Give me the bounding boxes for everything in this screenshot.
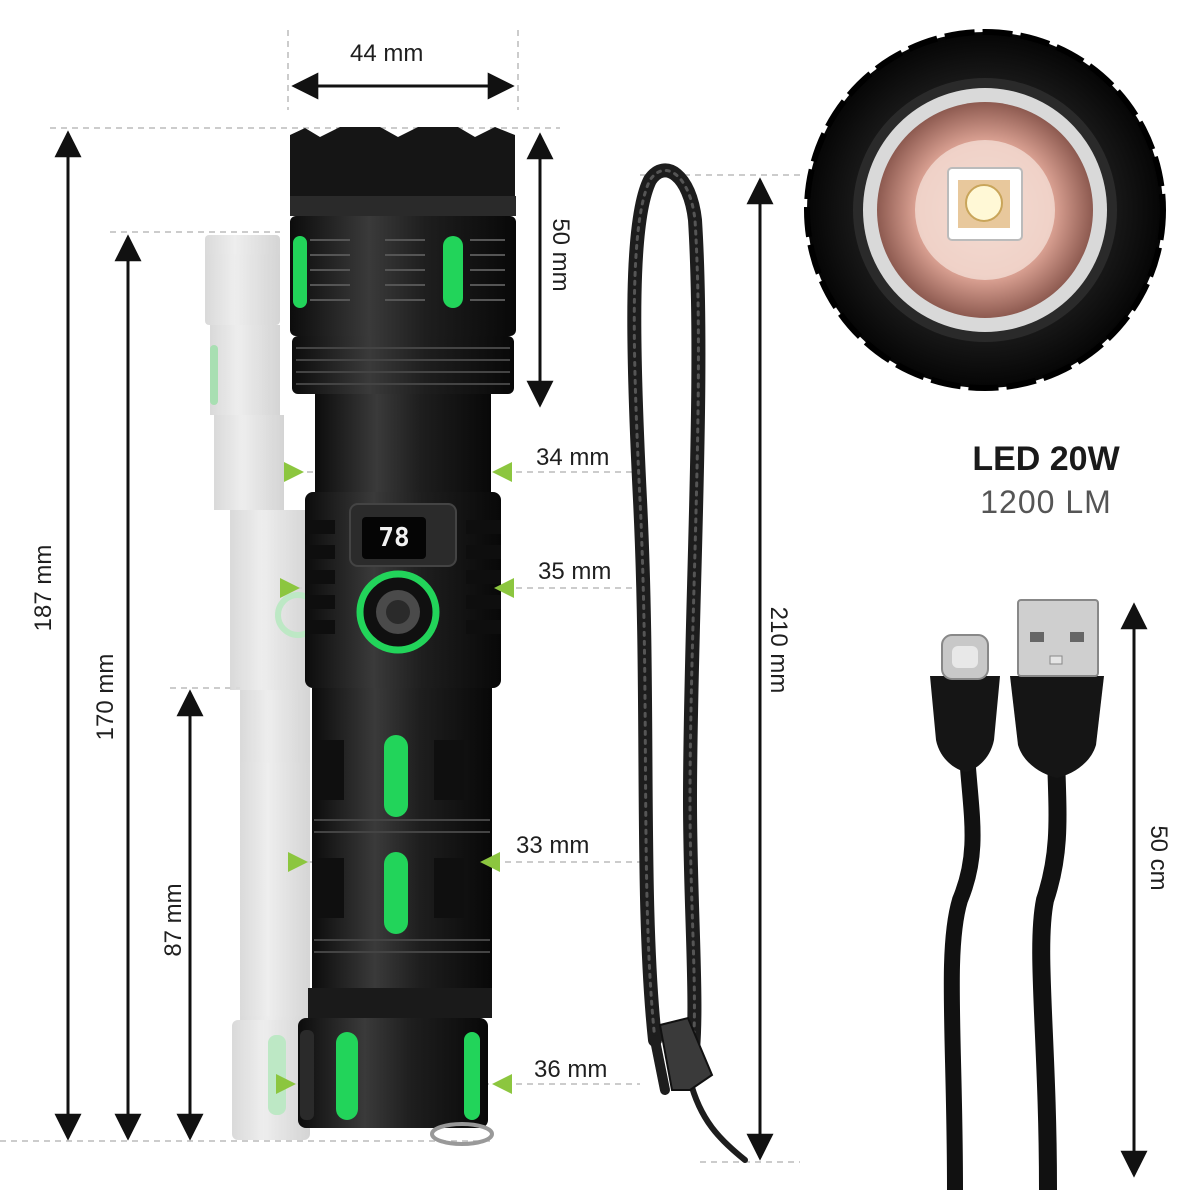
cable-length-label: 50 cm xyxy=(1145,825,1172,891)
usb-cable xyxy=(930,599,1104,1191)
dimension-arrows xyxy=(54,72,1148,1178)
strap-slider xyxy=(658,1016,714,1091)
switch-diameter-label: 35 mm xyxy=(538,558,612,585)
length-retracted-label: 170 mm xyxy=(92,653,119,741)
battery-section-label: 87 mm xyxy=(160,883,187,957)
head-width-label: 44 mm xyxy=(350,40,424,67)
length-extended-label: 187 mm xyxy=(30,544,57,632)
tail-diameter-label: 36 mm xyxy=(534,1056,608,1083)
wrist-strap xyxy=(627,163,748,1163)
flashlight xyxy=(290,127,516,1146)
neck-diameter-label: 34 mm xyxy=(536,444,610,471)
power-spec: LED 20W xyxy=(972,440,1120,478)
lens-closeup xyxy=(804,29,1166,391)
lumen-spec: 1200 LM xyxy=(980,484,1112,520)
strap-length-label: 210 mm xyxy=(765,606,792,694)
flashlight-ghost xyxy=(205,235,321,1140)
diameter-markers xyxy=(276,462,514,1094)
battery-display: 78 xyxy=(378,523,410,553)
head-length-label: 50 mm xyxy=(547,218,574,292)
body-diameter-label: 33 mm xyxy=(516,832,590,859)
